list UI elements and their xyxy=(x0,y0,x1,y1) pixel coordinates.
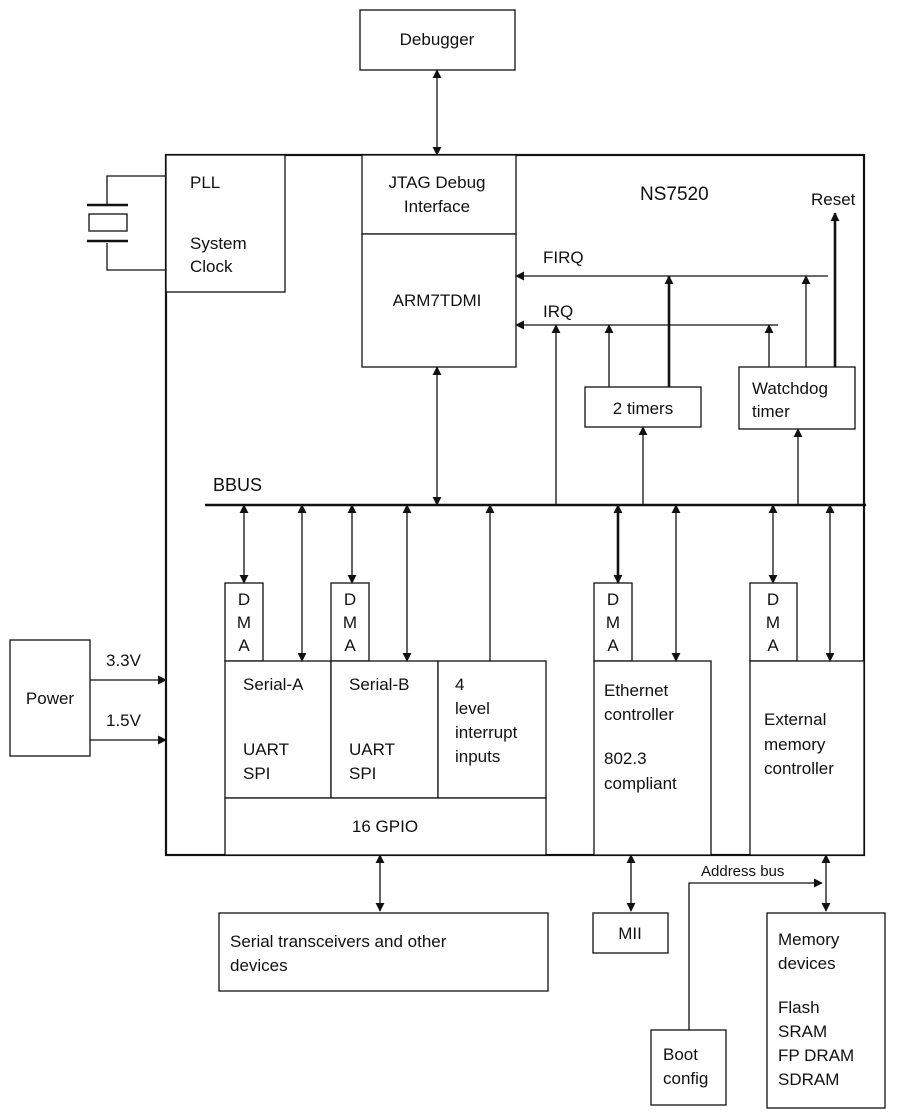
serial-transceivers-box: Serial transceivers and other devices xyxy=(218,912,549,992)
dma-block-memory: D M A xyxy=(749,582,798,662)
config-label: config xyxy=(663,1069,708,1088)
gpio-block: 16 GPIO xyxy=(224,797,547,856)
mii-box: MII xyxy=(592,912,669,954)
serial-b-block: Serial-B UART SPI xyxy=(330,660,439,799)
fp-dram-label: FP DRAM xyxy=(778,1046,854,1065)
interrupt-label-line3: interrupt xyxy=(455,723,518,742)
gpio-label: 16 GPIO xyxy=(352,817,418,836)
ext-mem-label-line3: controller xyxy=(764,759,834,778)
external-memory-controller-block: External memory controller xyxy=(749,660,865,856)
power-label: Power xyxy=(26,689,75,708)
dma-letter: M xyxy=(343,613,357,632)
cpu-label: ARM7TDMI xyxy=(393,291,482,310)
dma-letter: A xyxy=(607,636,619,655)
ethernet-label-line1: Ethernet xyxy=(604,681,669,700)
serial-a-label: Serial-A xyxy=(243,675,304,694)
boot-config-box: Boot config xyxy=(650,1029,727,1106)
chip-title: NS7520 xyxy=(640,184,709,205)
memory-label: Memory xyxy=(778,930,840,949)
pll-system-clock-block: PLL System Clock xyxy=(165,154,286,293)
interrupt-label-line2: level xyxy=(455,699,490,718)
bbus-label: BBUS xyxy=(213,475,262,495)
arm7tdmi-cpu-block: ARM7TDMI xyxy=(361,233,517,368)
serial-b-label: Serial-B xyxy=(349,675,409,694)
serial-b-spi-label: SPI xyxy=(349,764,376,783)
serial-b-uart-label: UART xyxy=(349,740,395,759)
dma-letter: M xyxy=(606,613,620,632)
clock-label: Clock xyxy=(190,257,233,276)
dma-block-ethernet: D M A xyxy=(593,582,633,662)
devices-label: devices xyxy=(778,954,836,973)
ext-mem-label-line1: External xyxy=(764,710,826,729)
dma-letter: M xyxy=(766,613,780,632)
sdram-label: SDRAM xyxy=(778,1070,839,1089)
jtag-debug-interface-block: JTAG Debug Interface xyxy=(361,154,517,235)
interrupt-label-line4: inputs xyxy=(455,747,500,766)
serial-devices-line2: devices xyxy=(230,956,288,975)
dma-letter: D xyxy=(607,590,619,609)
pll-label: PLL xyxy=(190,173,220,192)
interrupt-label-line1: 4 xyxy=(455,675,464,694)
interrupt-inputs-block: 4 level interrupt inputs xyxy=(437,660,547,799)
power-1v5-label: 1.5V xyxy=(106,711,142,730)
ethernet-label-line4: compliant xyxy=(604,774,677,793)
timers-label: 2 timers xyxy=(613,399,673,418)
dma-letter: A xyxy=(344,636,356,655)
power-box: Power xyxy=(9,639,91,757)
dma-block-serial-b: D M A xyxy=(330,582,370,662)
dma-letter: D xyxy=(767,590,779,609)
ethernet-label-line3: 802.3 xyxy=(604,749,647,768)
dma-letter: D xyxy=(344,590,356,609)
serial-a-block: Serial-A UART SPI xyxy=(224,660,332,799)
flash-label: Flash xyxy=(778,998,820,1017)
serial-devices-line1: Serial transceivers and other xyxy=(230,932,447,951)
boot-label: Boot xyxy=(663,1045,698,1064)
ethernet-label-line2: controller xyxy=(604,705,674,724)
jtag-label-line2: Interface xyxy=(404,197,470,216)
sram-label: SRAM xyxy=(778,1022,827,1041)
crystal-oscillator-icon xyxy=(87,175,166,271)
serial-a-spi-label: SPI xyxy=(243,764,270,783)
dma-letter: D xyxy=(238,590,250,609)
mii-label: MII xyxy=(618,924,642,943)
system-label: System xyxy=(190,234,247,253)
ext-mem-label-line2: memory xyxy=(764,735,826,754)
reset-label: Reset xyxy=(811,190,856,209)
memory-devices-box: Memory devices Flash SRAM FP DRAM SDRAM xyxy=(766,912,886,1109)
address-bus-label: Address bus xyxy=(701,863,784,880)
debugger-label: Debugger xyxy=(400,30,475,49)
jtag-label-line1: JTAG Debug xyxy=(388,173,485,192)
watchdog-timer-block: Watchdog timer xyxy=(738,366,856,430)
dma-block-serial-a: D M A xyxy=(224,582,264,662)
dma-letter: M xyxy=(237,613,251,632)
dma-letter: A xyxy=(238,636,250,655)
power-3v3-label: 3.3V xyxy=(106,651,142,670)
debugger-box: Debugger xyxy=(359,9,516,71)
two-timers-block: 2 timers xyxy=(584,386,702,428)
firq-label: FIRQ xyxy=(543,248,584,267)
serial-a-uart-label: UART xyxy=(243,740,289,759)
watchdog-label-line2: timer xyxy=(752,402,790,421)
address-bus-line xyxy=(688,878,823,1030)
irq-label: IRQ xyxy=(543,302,573,321)
watchdog-label-line1: Watchdog xyxy=(752,379,828,398)
ethernet-controller-block: Ethernet controller 802.3 compliant xyxy=(593,660,712,856)
dma-letter: A xyxy=(767,636,779,655)
